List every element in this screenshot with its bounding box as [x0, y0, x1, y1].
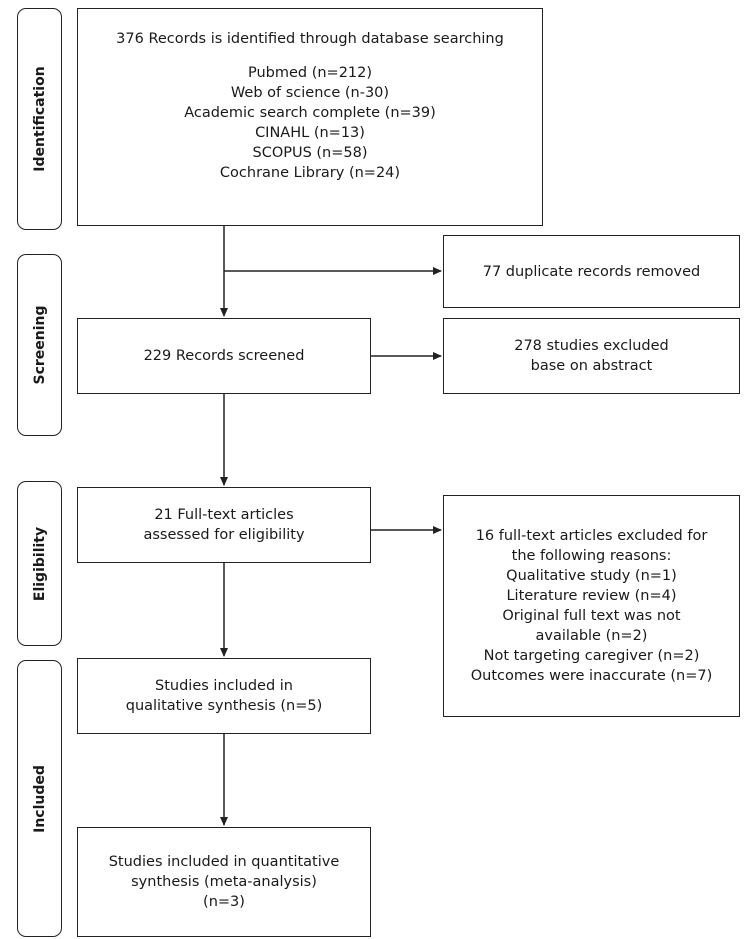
- exclusion-reason-line: Qualitative study (n=1): [506, 568, 677, 584]
- database-item: Web of science (n-30): [230, 85, 390, 101]
- qualitative-synthesis-box: Studies included in qualitative synthesi…: [77, 658, 371, 734]
- exclusion-reason-line: Not targeting caregiver (n=2): [483, 648, 700, 664]
- stage-eligibility: Eligibility: [17, 481, 62, 646]
- fulltext-assessed-line: assessed for eligibility: [143, 527, 305, 543]
- exclusion-reason-line: available (n=2): [535, 628, 648, 644]
- fulltext-assessed-box: 21 Full-text articles assessed for eligi…: [77, 487, 371, 563]
- records-identified-header: 376 Records is identified through databa…: [116, 31, 504, 47]
- duplicates-removed-text: 77 duplicate records removed: [482, 263, 701, 280]
- quantitative-synthesis-line: (n=3): [203, 894, 245, 910]
- records-screened-box: 229 Records screened: [77, 318, 371, 394]
- excluded-abstract-line: 278 studies excluded: [514, 338, 669, 354]
- database-item: Cochrane Library (n=24): [219, 165, 401, 181]
- stage-identification: Identification: [17, 8, 62, 230]
- qualitative-synthesis-line: Studies included in: [155, 678, 293, 694]
- excluded-abstract-box: 278 studies excluded base on abstract: [443, 318, 740, 394]
- quantitative-synthesis-box: Studies included in quantitative synthes…: [77, 827, 371, 937]
- exclusion-reason-line: Literature review (n=4): [506, 588, 677, 604]
- qualitative-synthesis-line: qualitative synthesis (n=5): [125, 698, 323, 714]
- database-item: Academic search complete (n=39): [184, 105, 436, 121]
- duplicates-removed-box: 77 duplicate records removed: [443, 235, 740, 308]
- records-identified-box: 376 Records is identified through databa…: [77, 8, 543, 226]
- database-item: CINAHL (n=13): [255, 125, 365, 141]
- database-item: Pubmed (n=212): [247, 65, 373, 81]
- fulltext-excluded-box: 16 full-text articles excluded for the f…: [443, 495, 740, 717]
- exclusion-reason-line: Outcomes were inaccurate (n=7): [470, 668, 713, 684]
- exclusion-reason-line: the following reasons:: [511, 548, 672, 564]
- fulltext-assessed-line: 21 Full-text articles: [154, 507, 294, 523]
- excluded-abstract-line: base on abstract: [530, 358, 653, 374]
- database-item: SCOPUS (n=58): [252, 145, 368, 161]
- records-screened-text: 229 Records screened: [143, 348, 305, 364]
- stage-screening: Screening: [17, 254, 62, 436]
- exclusion-reason-line: Original full text was not: [502, 608, 681, 624]
- quantitative-synthesis-line: synthesis (meta-analysis): [131, 874, 317, 890]
- quantitative-synthesis-line: Studies included in quantitative: [108, 854, 340, 870]
- exclusion-reason-line: 16 full-text articles excluded for: [475, 528, 708, 544]
- stage-included: Included: [17, 660, 62, 937]
